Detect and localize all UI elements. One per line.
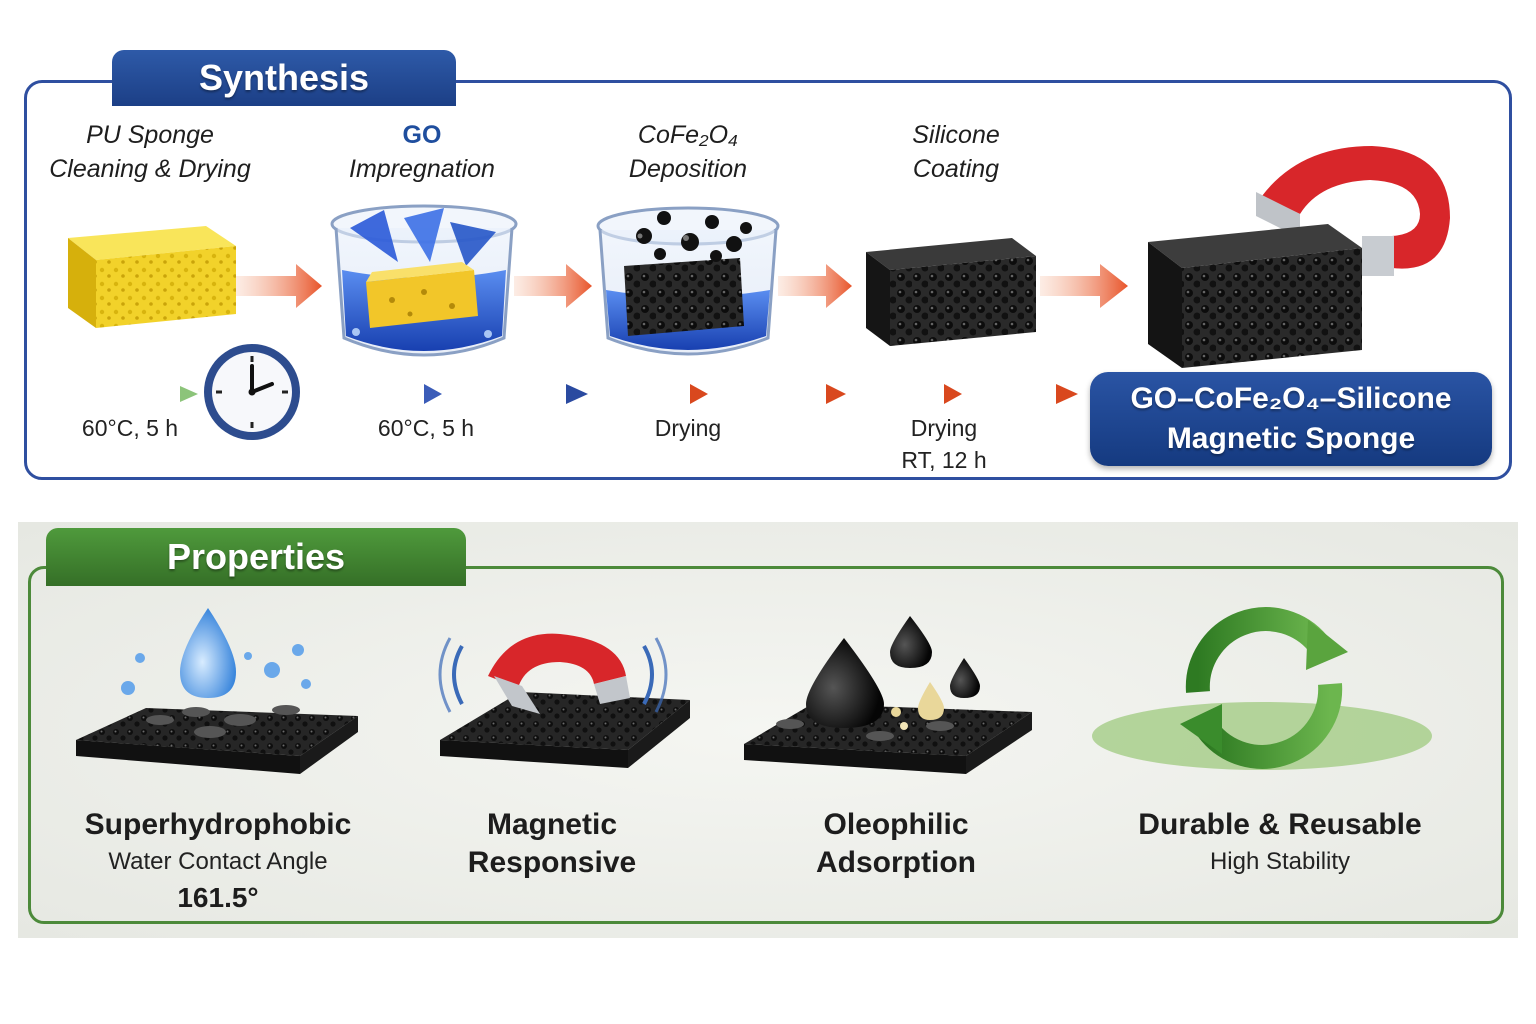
condition-4: Drying RT, 12 h bbox=[844, 412, 1044, 476]
yellow-sponge-icon bbox=[68, 226, 236, 328]
condition-3-line1: Drying bbox=[654, 415, 722, 441]
property-durable: Durable & Reusable High Stability bbox=[1110, 806, 1450, 880]
timeline bbox=[52, 384, 1078, 404]
black-sponge-icon bbox=[866, 238, 1036, 346]
property-1-subtitle: Water Contact Angle bbox=[108, 848, 328, 875]
step-4-line2: Coating bbox=[912, 155, 1000, 183]
condition-2: 60°C, 5 h bbox=[326, 412, 526, 444]
condition-4-line1: Drying bbox=[910, 415, 978, 441]
step-2-line2: Impregnation bbox=[349, 155, 495, 183]
magnet-sponge-icon bbox=[1148, 146, 1450, 368]
synthesis-illustrations bbox=[52, 146, 1450, 440]
arrow-1-icon bbox=[236, 264, 322, 308]
beaker-go-icon bbox=[330, 204, 518, 357]
product-label: GO–CoFe₂O₄–Silicone Magnetic Sponge bbox=[1090, 372, 1492, 466]
clock-icon bbox=[204, 344, 300, 440]
arrow-3-icon bbox=[778, 264, 852, 308]
water-drop-icon bbox=[76, 608, 358, 774]
step-1-line1: PU Sponge bbox=[86, 121, 214, 149]
property-1-value: 161.5° bbox=[177, 882, 259, 913]
product-line2: Magnetic Sponge bbox=[1166, 422, 1416, 455]
property-2-title-line2: Responsive bbox=[467, 846, 637, 879]
condition-1: 60°C, 5 h bbox=[30, 412, 230, 444]
step-3-line1: CoFe₂O₄ bbox=[637, 121, 739, 149]
property-3-title-line2: Adsorption bbox=[816, 846, 976, 879]
step-2-title: GO Impregnation bbox=[302, 118, 542, 186]
step-4-line1: Silicone bbox=[912, 121, 1000, 149]
property-4-title: Durable & Reusable bbox=[1138, 808, 1422, 841]
magnet-icon bbox=[438, 633, 690, 768]
properties-heading: Properties bbox=[46, 528, 466, 586]
property-magnetic: Magnetic Responsive bbox=[402, 806, 702, 882]
condition-2-line1: 60°C, 5 h bbox=[377, 415, 475, 441]
property-1-title: Superhydrophobic bbox=[84, 808, 352, 841]
step-3-title: CoFe₂O₄ Deposition bbox=[568, 118, 808, 186]
property-3-title-line1: Oleophilic bbox=[823, 808, 969, 841]
step-1-line2: Cleaning & Drying bbox=[49, 155, 251, 183]
product-line1: GO–CoFe₂O₄–Silicone bbox=[1130, 382, 1452, 415]
properties-illustrations bbox=[76, 607, 1432, 774]
beaker-particles-icon bbox=[596, 206, 780, 356]
recycle-icon bbox=[1092, 607, 1432, 770]
property-2-title-line1: Magnetic bbox=[486, 808, 618, 841]
oil-drop-icon bbox=[744, 616, 1032, 774]
step-4-title: Silicone Coating bbox=[836, 118, 1076, 186]
condition-3: Drying bbox=[588, 412, 788, 444]
arrow-2-icon bbox=[514, 264, 592, 308]
step-3-line2: Deposition bbox=[628, 155, 748, 183]
synthesis-heading: Synthesis bbox=[112, 50, 456, 106]
step-2-line1: GO bbox=[402, 121, 442, 149]
property-oleophilic: Oleophilic Adsorption bbox=[746, 806, 1046, 882]
property-4-subtitle: High Stability bbox=[1209, 848, 1351, 875]
properties-panel bbox=[28, 566, 1504, 924]
condition-1-line1: 60°C, 5 h bbox=[81, 415, 179, 441]
step-1-title: PU Sponge Cleaning & Drying bbox=[30, 118, 270, 186]
arrow-4-icon bbox=[1040, 264, 1128, 308]
property-superhydrophobic: Superhydrophobic Water Contact Angle 161… bbox=[68, 806, 368, 916]
condition-4-line2: RT, 12 h bbox=[901, 447, 987, 473]
